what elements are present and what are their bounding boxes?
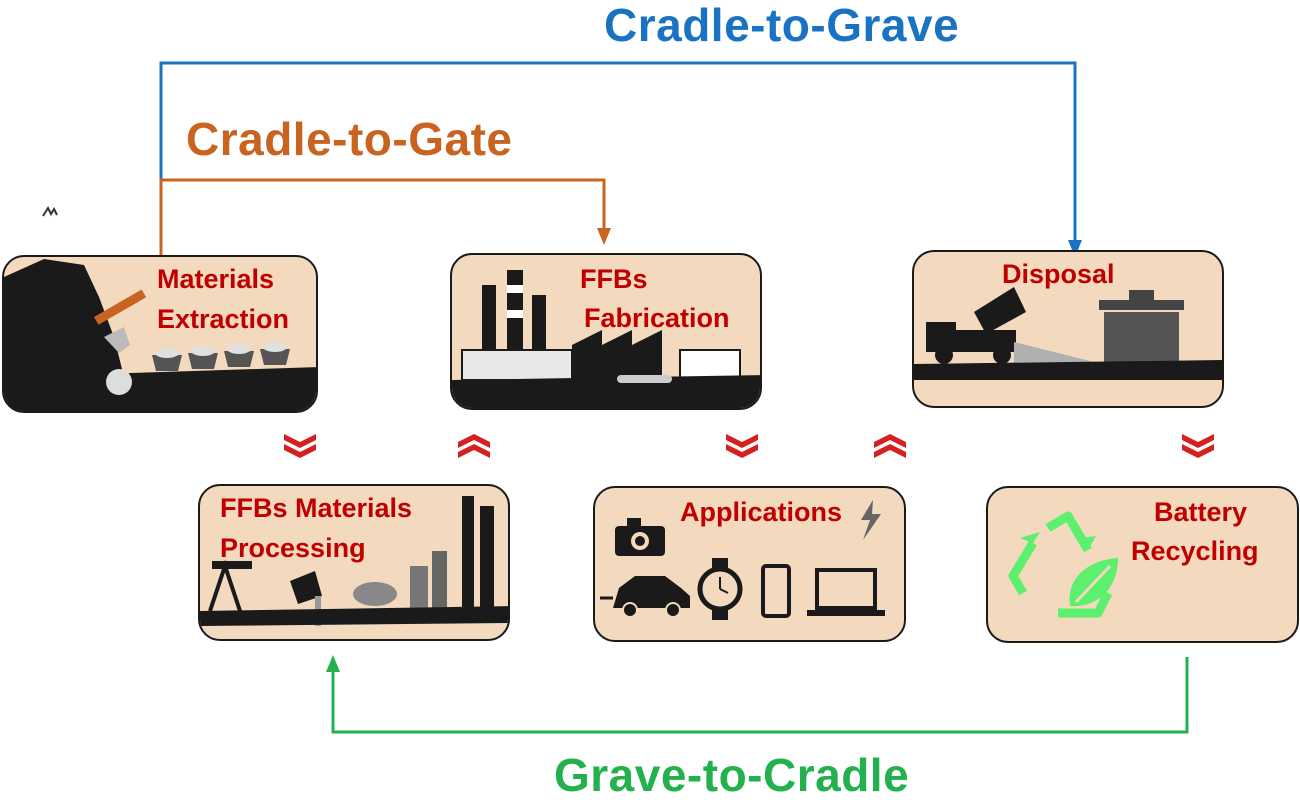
materials-extraction-label-2: Extraction bbox=[157, 304, 290, 334]
disposal-scene-icon bbox=[914, 287, 1222, 380]
leaf-icon bbox=[1069, 558, 1118, 607]
up-chevron-icon bbox=[874, 434, 906, 458]
applications-label: Applications bbox=[680, 497, 843, 527]
processing-scene-icon bbox=[200, 496, 508, 626]
down-chevron-icon bbox=[726, 434, 758, 458]
recycling-scene-icon bbox=[1008, 511, 1118, 618]
ffbs-materials-processing-label-1: FFBs Materials bbox=[220, 493, 413, 523]
factory-scene-icon bbox=[452, 270, 760, 408]
watch-icon bbox=[697, 558, 743, 620]
grave-to-cradle-connector bbox=[326, 655, 1189, 734]
cradle-to-grave-title: Cradle-to-Grave bbox=[604, 0, 960, 51]
disposal-label: Disposal bbox=[1002, 259, 1115, 289]
cradle-to-gate-connector bbox=[159, 178, 611, 255]
ffbs-fabrication-box: FFBs Fabrication bbox=[450, 253, 762, 410]
grave-to-cradle-title: Grave-to-Cradle bbox=[554, 749, 910, 801]
ffbs-fabrication-label-2: Fabrication bbox=[584, 303, 730, 333]
down-chevron-icon bbox=[1182, 434, 1214, 458]
battery-recycling-label-1: Battery bbox=[1154, 497, 1248, 527]
car-icon bbox=[600, 576, 690, 618]
ffbs-fabrication-label-1: FFBs bbox=[580, 264, 648, 294]
stray-mark-icon bbox=[42, 205, 58, 217]
camera-icon bbox=[615, 518, 665, 556]
battery-recycling-box: Battery Recycling bbox=[986, 486, 1299, 643]
up-chevron-icon bbox=[458, 434, 490, 458]
applications-box: Applications bbox=[593, 486, 906, 642]
disposal-box: Disposal bbox=[912, 250, 1224, 408]
lightning-icon bbox=[861, 500, 881, 540]
cradle-to-grave-connector bbox=[159, 61, 1082, 257]
materials-extraction-label-1: Materials bbox=[157, 264, 275, 294]
battery-recycling-label-2: Recycling bbox=[1131, 536, 1259, 566]
ffbs-materials-processing-label-2: Processing bbox=[220, 533, 366, 563]
materials-extraction-box: Materials Extraction bbox=[2, 255, 318, 413]
applications-scene-icon bbox=[600, 500, 885, 620]
phone-icon bbox=[761, 564, 791, 618]
mining-scene-icon bbox=[4, 259, 316, 411]
ffbs-materials-processing-box: FFBs Materials Processing bbox=[198, 484, 510, 641]
down-chevron-icon bbox=[284, 434, 316, 458]
laptop-icon bbox=[807, 568, 885, 616]
cradle-to-gate-title: Cradle-to-Gate bbox=[186, 113, 513, 165]
